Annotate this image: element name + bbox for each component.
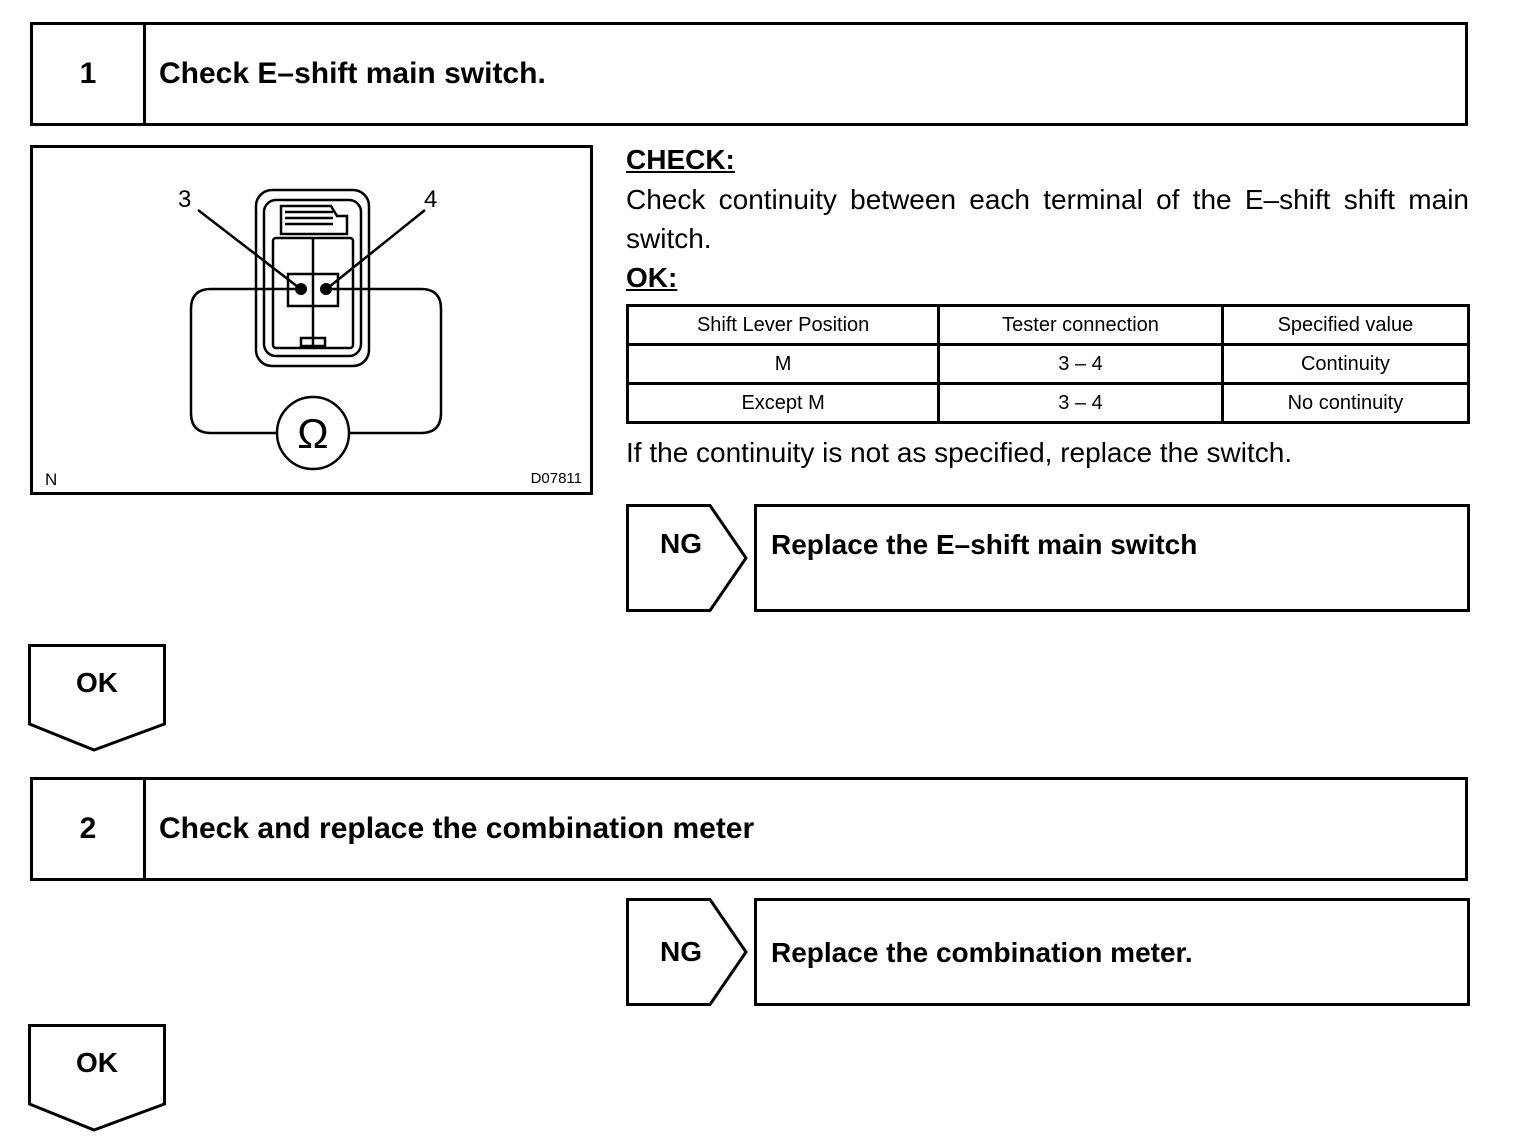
table-cell: Continuity — [1220, 343, 1471, 385]
ng-label: NG — [660, 936, 702, 967]
table-header: Specified value — [1220, 304, 1471, 346]
step-title: Check E–shift main switch. — [159, 57, 546, 90]
ng-label: NG — [660, 528, 702, 559]
ng-arrow-shape — [626, 898, 748, 1006]
switch-connector-drawing — [189, 188, 443, 471]
ok-label: OK — [76, 667, 118, 698]
ohmmeter-symbol: Ω — [297, 410, 329, 457]
ok-tag-2: OK — [28, 1024, 166, 1132]
step-number: 1 — [33, 25, 146, 123]
ng-action-text: Replace the E–shift main switch — [771, 529, 1198, 560]
step-title: Check and replace the combination meter — [159, 812, 755, 845]
ok-label: OK — [76, 1047, 118, 1078]
ok-arrow-shape — [28, 644, 166, 752]
check-section: CHECK: Check continuity between each ter… — [626, 140, 1469, 298]
ng-tag-1: NG — [626, 504, 750, 612]
ng-tag-2: NG — [626, 898, 750, 1006]
table-header: Tester connection — [937, 304, 1224, 346]
table-cell: M — [625, 343, 941, 385]
continuity-note: If the continuity is not as specified, r… — [626, 437, 1293, 468]
ng-action-box-1: Replace the E–shift main switch — [754, 504, 1470, 612]
table-row: Except M 3 – 4 No continuity — [625, 382, 1471, 424]
table-row: M 3 – 4 Continuity — [625, 343, 1471, 385]
table-cell: Except M — [625, 382, 941, 424]
table-header-row: Shift Lever Position Tester connection S… — [625, 304, 1471, 346]
check-heading: CHECK: — [626, 144, 735, 175]
table-cell: 3 – 4 — [937, 343, 1224, 385]
table-header: Shift Lever Position — [625, 304, 941, 346]
step-1-header: 1 Check E–shift main switch. — [30, 22, 1468, 126]
terminal-label-4: 4 — [424, 186, 438, 213]
ng-arrow-shape — [626, 504, 748, 612]
ok-heading: OK: — [626, 262, 678, 293]
table-cell: No continuity — [1220, 382, 1471, 424]
ng-action-box-2: Replace the combination meter. — [754, 898, 1470, 1006]
check-text: Check continuity between each terminal o… — [626, 184, 1469, 254]
step-number: 2 — [33, 780, 146, 878]
switch-diagram: 3 4 Ω N D07811 — [30, 145, 593, 495]
ok-tag-1: OK — [28, 644, 166, 752]
spec-table: Shift Lever Position Tester connection S… — [625, 304, 1471, 424]
table-cell: 3 – 4 — [937, 382, 1224, 424]
ng-action-text: Replace the combination meter. — [771, 937, 1193, 968]
figure-id: D07811 — [530, 470, 582, 487]
terminal-label-3: 3 — [178, 186, 192, 213]
step-2-header: 2 Check and replace the combination mete… — [30, 777, 1468, 881]
figure-corner-left: N — [45, 470, 58, 489]
ok-arrow-shape — [28, 1024, 166, 1132]
